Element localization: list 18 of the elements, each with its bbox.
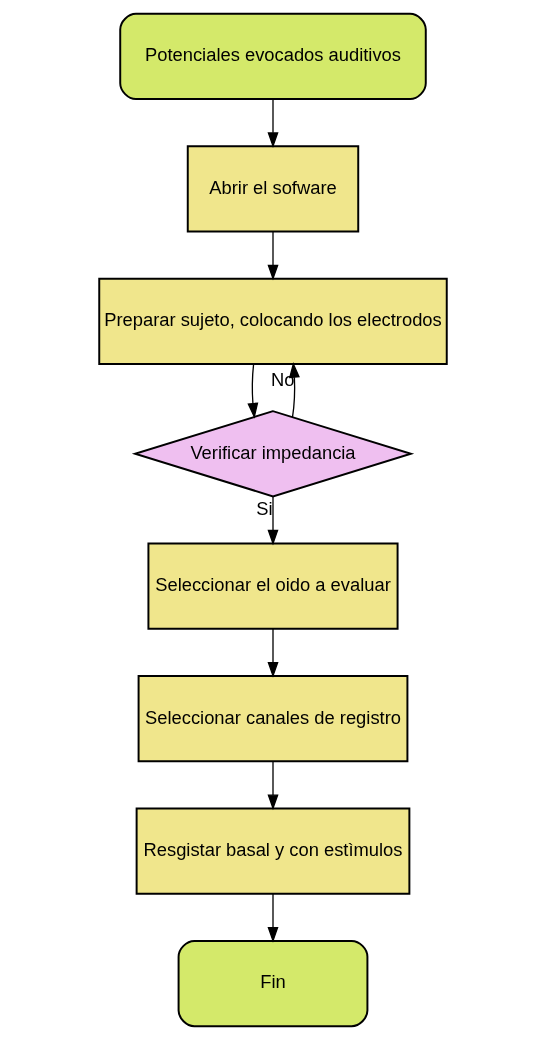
arrow: [267, 760, 279, 811]
node-box: Seleccionar canales de registro: [137, 675, 409, 763]
node-box: Seleccionar el oido a evaluar: [147, 542, 399, 630]
arrow: [288, 362, 300, 418]
arrow: [267, 628, 279, 678]
arrow: [267, 230, 279, 281]
node-box: Potenciales evocados auditivos: [119, 12, 427, 101]
arrow: [267, 893, 279, 943]
edge-label: No: [271, 368, 295, 390]
edge-label: Si: [256, 497, 273, 519]
node-box: Abrir el sofware: [186, 145, 360, 233]
node-box: Resgistar basal y con estìmulos: [135, 807, 411, 895]
arrow: [247, 363, 259, 419]
arrow: [267, 98, 279, 149]
node-box: Preparar sujeto, colocando los electrodos: [98, 277, 448, 365]
node-diamond: Verificar impedancia: [131, 410, 415, 498]
node-box: Fin: [177, 939, 369, 1028]
arrow: [267, 495, 279, 546]
